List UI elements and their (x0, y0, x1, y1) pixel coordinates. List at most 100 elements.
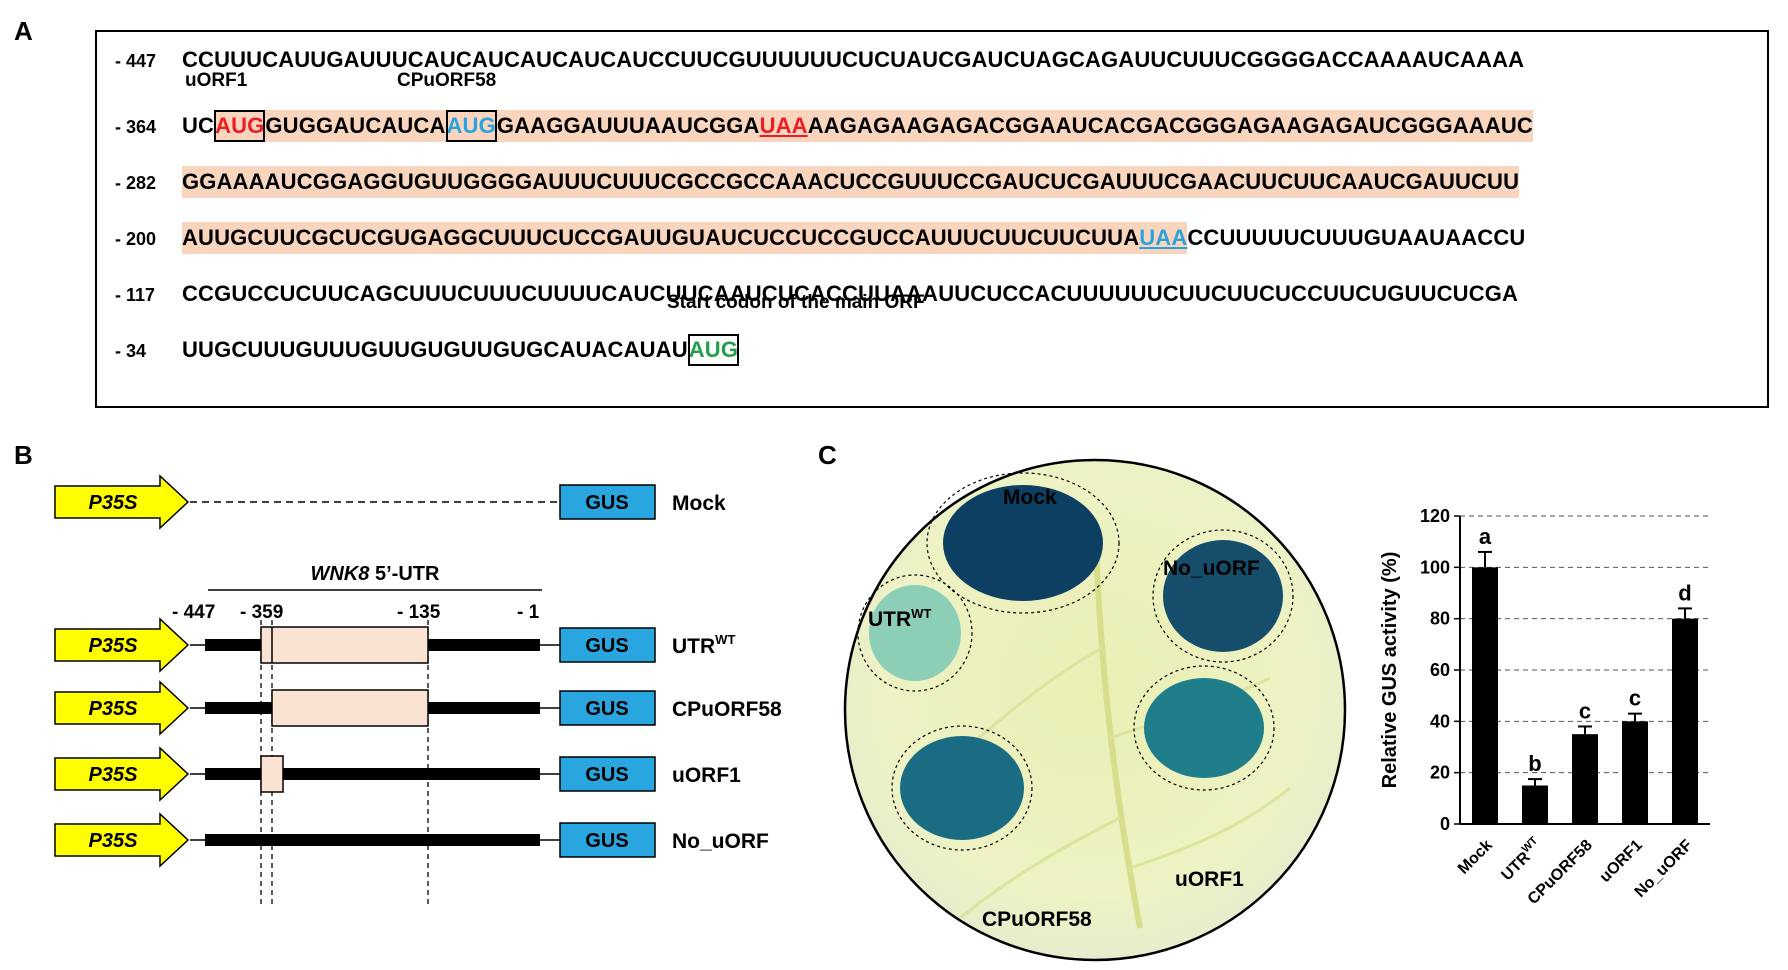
sequence-line: GGAAAAUCGGAGGUGUUGGGGAUUUCUUUCGCCGCCAAAC… (182, 166, 1520, 198)
sequence-line: CCUUUCAUUGAUUUCAUCAUCAUCAUCAUCCUUCGUUUUU… (182, 44, 1524, 76)
category-label: Mock (1455, 837, 1496, 878)
construct-name: No_uORF (672, 830, 769, 853)
gus-label: GUS (585, 764, 628, 786)
sequence-segment: AAGAGAAGAGACGGAAUCACGACGGGAGAAGAGAUCGGGA… (807, 110, 1533, 142)
sequence-position: - 282 (115, 173, 157, 193)
leaf-midrib (1092, 527, 1143, 929)
y-tick-label: 100 (1420, 557, 1450, 577)
sequence-segment: UUGCUUUGUUUGUUGUGUUGUGCAUACAUAU (182, 337, 688, 362)
construct-name: uORF1 (672, 764, 741, 787)
promoter-label: P35S (89, 830, 139, 852)
promoter-arrow (54, 746, 190, 802)
gus-box (559, 627, 656, 663)
gus-label: GUS (585, 492, 628, 514)
significance-letter: a (1479, 524, 1492, 549)
panel-label-a: A (14, 16, 33, 46)
gus-box (559, 822, 656, 858)
panel-label-b: B (14, 440, 33, 470)
leaf-plate-image (843, 458, 1347, 962)
sequence-segment: UC (182, 113, 215, 138)
gus-label: GUS (585, 698, 628, 720)
pos-label-447: - 447 (172, 602, 216, 623)
sequence-segment: GAAGGAUUUAAUCGGA (496, 110, 760, 142)
plate-label-uorf1: uORF1 (1175, 868, 1244, 891)
construct-name: CPuORF58 (672, 698, 782, 721)
pos-label-1: - 1 (517, 602, 540, 623)
construct-label: No_uORF (672, 830, 769, 853)
gus-label: GUS (585, 830, 628, 852)
construct-label: CPuORF58 (672, 698, 782, 721)
spot-cpuorf58 (900, 736, 1024, 840)
y-tick-label: 80 (1430, 609, 1450, 629)
plate-label-cpuorf58: CPuORF58 (982, 908, 1092, 931)
y-tick-label: 60 (1430, 660, 1450, 680)
promoter-arrow (54, 680, 190, 736)
pos-label-359: - 359 (240, 602, 284, 623)
sequence-segment: CCGUCCUCUUCAGCUUUCUUUCUUUUCAUCUUCAAUCUCA… (182, 281, 1519, 306)
sequence-segment: AUG (445, 110, 497, 142)
y-tick-label: 40 (1430, 711, 1450, 731)
spot-utr (869, 585, 961, 681)
promoter-arrow (54, 812, 190, 868)
sequence-position: - 117 (115, 285, 156, 305)
category-label: uORF1 (1597, 837, 1646, 886)
spot-mock (943, 485, 1103, 601)
significance-letter: d (1678, 580, 1691, 605)
utr-backbone (205, 834, 540, 846)
spot-outline-uorf1 (1133, 665, 1275, 791)
gus-label: GUS (585, 635, 628, 657)
construct-name: Mock (672, 492, 726, 515)
cpuorf58-region (271, 689, 429, 727)
sequence-segment: GUGGAUCAUCA (265, 110, 446, 142)
bar (1622, 721, 1648, 824)
plate-label-no-uorf: No_uORF (1163, 557, 1260, 580)
leaf-vein (959, 816, 1121, 920)
y-tick-label: 120 (1420, 506, 1450, 526)
panel-label-c: C (818, 440, 837, 470)
promoter-label: P35S (89, 635, 139, 657)
construct-label: UTRWT (672, 632, 735, 658)
promoter-arrow (54, 474, 190, 530)
promoter-label: P35S (89, 764, 139, 786)
sequence-segment: UAA (759, 110, 808, 142)
construct-label: uORF1 (672, 764, 741, 787)
sequence-segment: AUG (687, 334, 740, 366)
sequence-segment: AUUGCUUCGCUCGUGAGGCUUUCUCCGAUUGUAUCUCCUC… (182, 222, 1140, 254)
y-tick-label: 0 (1440, 814, 1450, 834)
sequence-segment: CCUUUCAUUGAUUUCAUCAUCAUCAUCAUCCUUCGUUUUU… (182, 47, 1525, 72)
gus-box (559, 690, 656, 726)
cpuorf58-region (260, 626, 429, 664)
gus-box (559, 484, 656, 520)
sequence-line: CCGUCCUCUUCAGCUUUCUUUCUUUUCAUCUUCAAUCUCA… (182, 278, 1518, 310)
construct-label: Mock (672, 492, 726, 515)
spot-outline-utr (857, 574, 973, 692)
spot-outline-no-uorf (1152, 529, 1294, 663)
sequence-segment: CCUUUUUCUUUGUAAUAACCU (1187, 225, 1526, 250)
y-axis-label: Relative GUS activity (%) (1379, 552, 1401, 789)
category-label: UTRWT (1496, 834, 1546, 884)
bar (1522, 785, 1548, 824)
gus-box (559, 756, 656, 792)
sequence-segment: GGAAAAUCGGAGGUGUUGGGGAUUUCUUUCGCCGCCAAAC… (182, 166, 1520, 198)
promoter-label: P35S (89, 492, 139, 514)
sequence-line: UCAUGGUGGAUCAUCAAUGGAAGGAUUUAAUCGGAUAAAA… (182, 110, 1533, 142)
label-cpuorf58: CPuORF58 (397, 70, 497, 91)
label-start-codon: Start codon of the main ORF (667, 292, 925, 313)
label-uorf1: uORF1 (185, 70, 248, 91)
leaf-vein (1129, 786, 1291, 870)
sequence-segment: UAA (1139, 222, 1188, 254)
sequence-line: UUGCUUUGUUUGUUGUGUUGUGCAUACAUAUAUG (182, 334, 740, 366)
bar (1472, 567, 1498, 824)
sequence-position: - 447 (115, 51, 157, 71)
sequence-position: - 200 (115, 229, 157, 249)
construct-name: UTR (672, 635, 715, 658)
plate-label-mock: Mock (1003, 486, 1057, 509)
spot-outline-mock (926, 472, 1120, 614)
bar (1572, 734, 1598, 824)
y-tick-label: 20 (1430, 763, 1450, 783)
spot-outline-cpuorf58 (891, 725, 1033, 851)
significance-letter: c (1629, 686, 1641, 711)
sequence-position: - 364 (115, 117, 157, 137)
